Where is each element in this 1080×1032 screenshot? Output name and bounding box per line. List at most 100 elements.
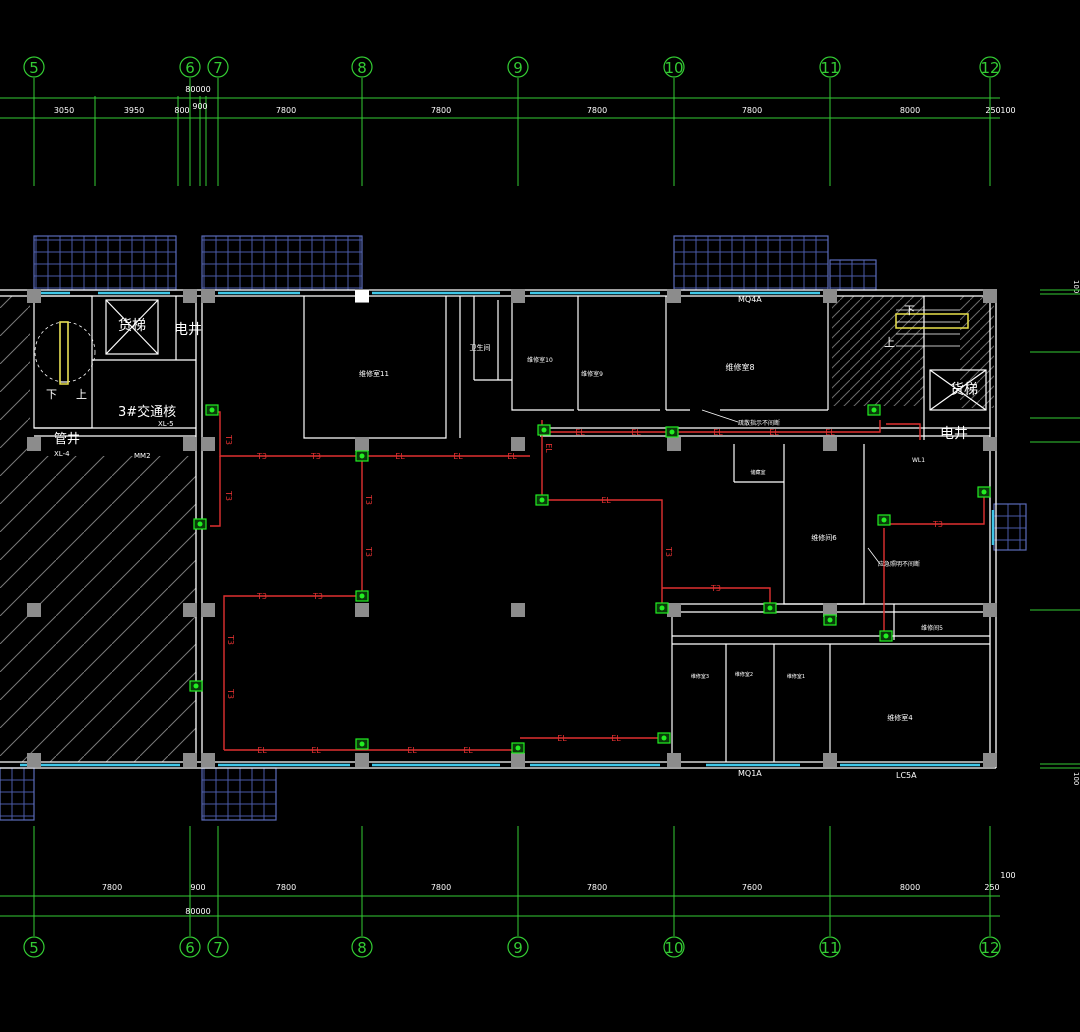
column (511, 603, 525, 617)
axis-label-bottom: 5 (29, 939, 39, 957)
structural-columns (27, 289, 997, 767)
hatched-left-strip (0, 296, 30, 456)
column (201, 753, 215, 767)
dimension-lines (0, 97, 1000, 917)
column (667, 289, 681, 303)
top-dim-11: 100 (1000, 106, 1015, 115)
column (823, 603, 837, 617)
freight-elevator-label: 货梯 (118, 317, 146, 334)
circuit-label: T3 (364, 546, 373, 557)
column (511, 753, 525, 767)
circuit-label: EL (631, 428, 641, 437)
axis-label-bottom: 8 (357, 939, 367, 957)
column (355, 603, 369, 617)
circuit-label: T3 (256, 592, 267, 601)
electric-shaft-right-label: 电井 (940, 426, 968, 442)
circuit-labels: T3 T3 EL EL EL EL T3 T3 T3 EL EL EL EL E… (224, 428, 943, 755)
column (511, 289, 525, 303)
circuit-label: T3 (710, 584, 721, 593)
room-9-label: 维修室9 (581, 370, 603, 378)
axis-bubble-bottom (979, 936, 1001, 958)
device-dot (827, 617, 833, 623)
circuit-label: EL (257, 746, 267, 755)
top-dim-7: 7800 (587, 106, 607, 115)
axis-label-bottom: 6 (185, 939, 195, 957)
electrical-devices (189, 404, 991, 754)
circuit-label: T3 (224, 490, 233, 501)
tag-mq4a: MQ4A (738, 295, 762, 304)
room-6-label: 维修间6 (811, 533, 837, 542)
note-evacuation-indicator: 疏散指示不间断 (738, 419, 780, 427)
circuit-label: EL (453, 452, 463, 461)
axis-bubble-top (979, 56, 1001, 78)
freight-elevator-right-label: 货梯 (950, 381, 978, 398)
storage-label: 储藏室 (750, 469, 765, 476)
axis-bubble-bottom (207, 936, 229, 958)
device-dot (193, 683, 199, 689)
column (201, 289, 215, 303)
axis-bubble-top (207, 56, 229, 78)
circuit-label: EL (463, 746, 473, 755)
right-bottom-mark: 100 (1072, 772, 1080, 785)
circuit-label: EL (769, 428, 779, 437)
top-dim-9: 8000 (900, 106, 920, 115)
device-dot (539, 497, 545, 503)
axis-label-bottom: 10 (664, 939, 683, 957)
top-dim-3: 800 (174, 106, 189, 115)
circuit-label: EL (713, 428, 723, 437)
circuit-label: EL (825, 428, 835, 437)
column (27, 437, 41, 451)
top-dim-2: 3950 (124, 106, 144, 115)
circuit-label: T3 (226, 634, 235, 645)
stair-down-right-label: 下 (904, 304, 915, 317)
circuit-label: T3 (310, 452, 321, 461)
tag-mq1a: MQ1A (738, 769, 762, 778)
traffic-core-label: 3#交通核 (118, 404, 176, 420)
column (511, 437, 525, 451)
column (667, 753, 681, 767)
axis-bubble-top (179, 56, 201, 78)
window-glazing (20, 291, 995, 767)
device-dot (359, 593, 365, 599)
circuit-label: EL (507, 452, 517, 461)
room-11-label: 维修室11 (359, 369, 389, 378)
column (27, 753, 41, 767)
column (355, 437, 369, 451)
column (823, 289, 837, 303)
column (27, 289, 41, 303)
top-dim-4: 900 (192, 102, 207, 111)
top-dim-1: 3050 (54, 106, 74, 115)
stair-handrail-left (59, 321, 69, 385)
top-total-dimension: 80000 (185, 85, 210, 94)
axis-label-bottom: 11 (820, 939, 839, 957)
axis-label-bottom: 7 (213, 939, 223, 957)
column (823, 437, 837, 451)
device-dot (871, 407, 877, 413)
pipe-shaft-label: 管井 (54, 432, 80, 447)
device-dot (515, 745, 521, 751)
room-10-label: 维修室10 (527, 356, 553, 364)
circuit-label: T3 (256, 452, 267, 461)
tag-mm2: MM2 (134, 452, 151, 460)
column (183, 289, 197, 303)
circuit-label: EL (311, 746, 321, 755)
tag-wl1: WL1 (912, 457, 925, 464)
leader-lines (701, 409, 881, 565)
device-dot (883, 633, 889, 639)
circuit-label: T3 (364, 494, 373, 505)
device-dot (359, 453, 365, 459)
axis-bubble-top (351, 56, 373, 78)
note-emergency-lighting: 应急照明不间断 (878, 560, 920, 568)
axis-bubble-top (23, 56, 45, 78)
stair-handrail-yellow (895, 313, 969, 329)
bottom-total-dimension: 80000 (185, 907, 210, 916)
axis-label-bottom: 12 (980, 939, 999, 957)
circuit-label: T3 (312, 592, 323, 601)
circuit-label: T3 (932, 520, 943, 529)
device-dot (197, 521, 203, 527)
bottom-dim-7: 8000 (900, 883, 920, 892)
top-dim-8: 7800 (742, 106, 762, 115)
axis-label-top: 12 (980, 59, 999, 77)
stair-up-right-label: 上 (884, 336, 895, 349)
